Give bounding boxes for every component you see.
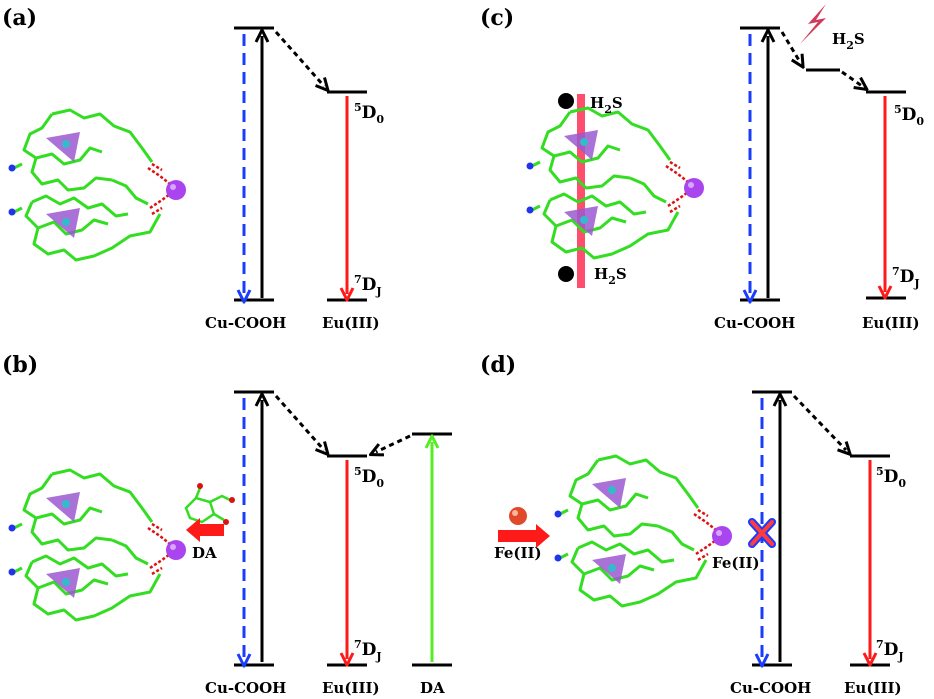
level-7dj-label: 7DJ (354, 638, 382, 663)
panel-c-label: (c) (480, 5, 514, 31)
h2s-bottom-label: H2S (594, 265, 627, 287)
level-7dj-label: 7DJ (892, 265, 920, 290)
panel-d-label: (d) (480, 352, 516, 378)
panel-d: (d) Fe(II) Fe(II) 5D0 7DJ Cu-COOH Eu(III… (480, 352, 906, 697)
fe-quench-label: Fe(II) (712, 554, 760, 572)
eu-label: Eu(III) (862, 314, 920, 332)
panel-a: (a) 5D0 7DJ Cu-COOH Eu(III) (2, 5, 384, 332)
cu-cooh-label: Cu-COOH (714, 314, 795, 332)
level-7dj-label: 7DJ (354, 273, 382, 298)
sphere-icon (558, 93, 574, 109)
lightning-icon (800, 4, 826, 44)
intermediate-transfer-arrow (841, 70, 862, 86)
eu-label: Eu(III) (322, 679, 380, 697)
da-molecule-icon (184, 483, 235, 525)
molecular-cage-icon (7, 108, 188, 262)
da-arrow (186, 518, 224, 542)
da-transfer-arrow (376, 434, 411, 452)
energy-transfer-arrow (274, 31, 324, 86)
level-5d0-label: 5D0 (354, 101, 384, 126)
cu-cooh-label: Cu-COOH (205, 679, 286, 697)
eu-label: Eu(III) (322, 314, 380, 332)
molecular-cage-icon (553, 454, 734, 608)
molecular-cage-icon (7, 468, 188, 622)
level-5d0-label: 5D0 (354, 465, 384, 490)
da-label: DA (420, 679, 445, 697)
sphere-icon (558, 266, 574, 282)
eu-label: Eu(III) (844, 679, 902, 697)
panel-b: (b) DA 5D0 7DJ Cu-COOH Eu(III) DA (2, 352, 452, 697)
fe-arrow-label: Fe(II) (494, 544, 542, 562)
panel-b-label: (b) (2, 352, 38, 378)
level-7dj-label: 7DJ (876, 638, 904, 663)
h2s-channel-bar (577, 94, 585, 288)
panel-c: (c) H2S H2S H2S 5D0 7DJ Cu-COOH Eu(III) (480, 4, 924, 332)
level-5d0-label: 5D0 (894, 103, 924, 128)
cu-cooh-label: Cu-COOH (730, 679, 811, 697)
molecular-cage-icon (525, 106, 706, 260)
sphere-icon (509, 507, 527, 525)
panel-a-label: (a) (2, 5, 37, 31)
energy-transfer-arrow (274, 395, 324, 450)
level-5d0-label: 5D0 (876, 465, 906, 490)
cu-cooh-label: Cu-COOH (205, 314, 286, 332)
fe-arrow (498, 524, 550, 548)
h2s-flash-label: H2S (832, 30, 865, 52)
da-arrow-label: DA (192, 544, 217, 562)
energy-transfer-arrow (780, 31, 800, 62)
quench-cross-icon (748, 518, 776, 548)
h2s-top-label: H2S (590, 94, 623, 116)
energy-transfer-arrow (792, 394, 846, 450)
